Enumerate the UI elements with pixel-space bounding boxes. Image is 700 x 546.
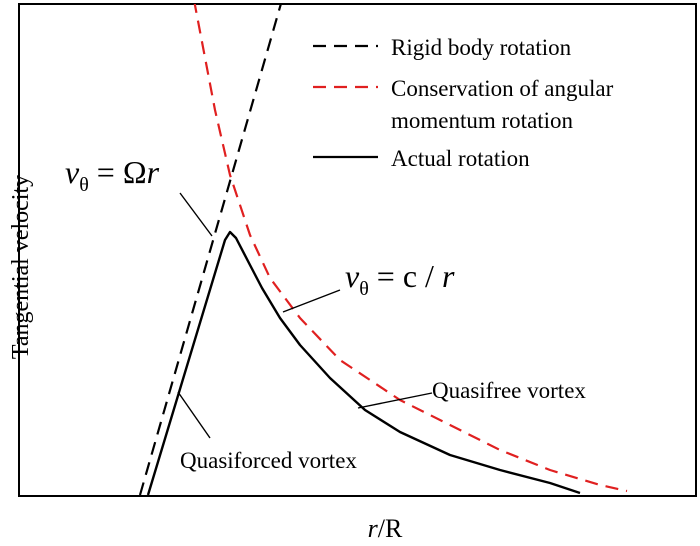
annotation-leader-line — [177, 391, 211, 439]
annotation-sub: θ — [359, 278, 369, 300]
annotation-rest: r — [442, 258, 455, 294]
x-axis-label-var: r — [368, 514, 379, 543]
series-line-conservation-of-angular-momentum-rotation — [193, 4, 628, 493]
annotation-rest: r — [147, 154, 160, 190]
annotation-leader-line — [179, 192, 213, 237]
annotation-label: Quasifree vortex — [432, 378, 586, 403]
axes — [18, 3, 697, 497]
x-axis-label-rest: /R — [378, 514, 403, 543]
annotation-leader-line — [282, 289, 341, 313]
annotation-leader-line — [357, 392, 433, 409]
annotation-sub: θ — [79, 174, 89, 196]
legend-label: Actual rotation — [391, 146, 530, 171]
annotation-label: Quasiforced vortex — [180, 448, 357, 473]
annotation-label: vθ = c / r — [345, 258, 455, 300]
legend-label: Rigid body rotation — [391, 35, 572, 60]
y-axis-label: Tangential velocity — [8, 175, 34, 359]
annotation-label: vθ = Ωr — [65, 154, 160, 196]
series-line-actual-rotation — [146, 230, 581, 496]
annotation-rest: = c / — [369, 258, 442, 294]
x-axis-label: r/R — [368, 514, 403, 543]
plot-frame — [18, 3, 697, 497]
annotation-var: v — [65, 154, 80, 190]
series-layer — [138, 4, 628, 496]
series-line-rigid-body-rotation — [138, 4, 282, 496]
annotation-var: v — [345, 258, 360, 294]
annotation-rest: = Ω — [89, 154, 147, 190]
